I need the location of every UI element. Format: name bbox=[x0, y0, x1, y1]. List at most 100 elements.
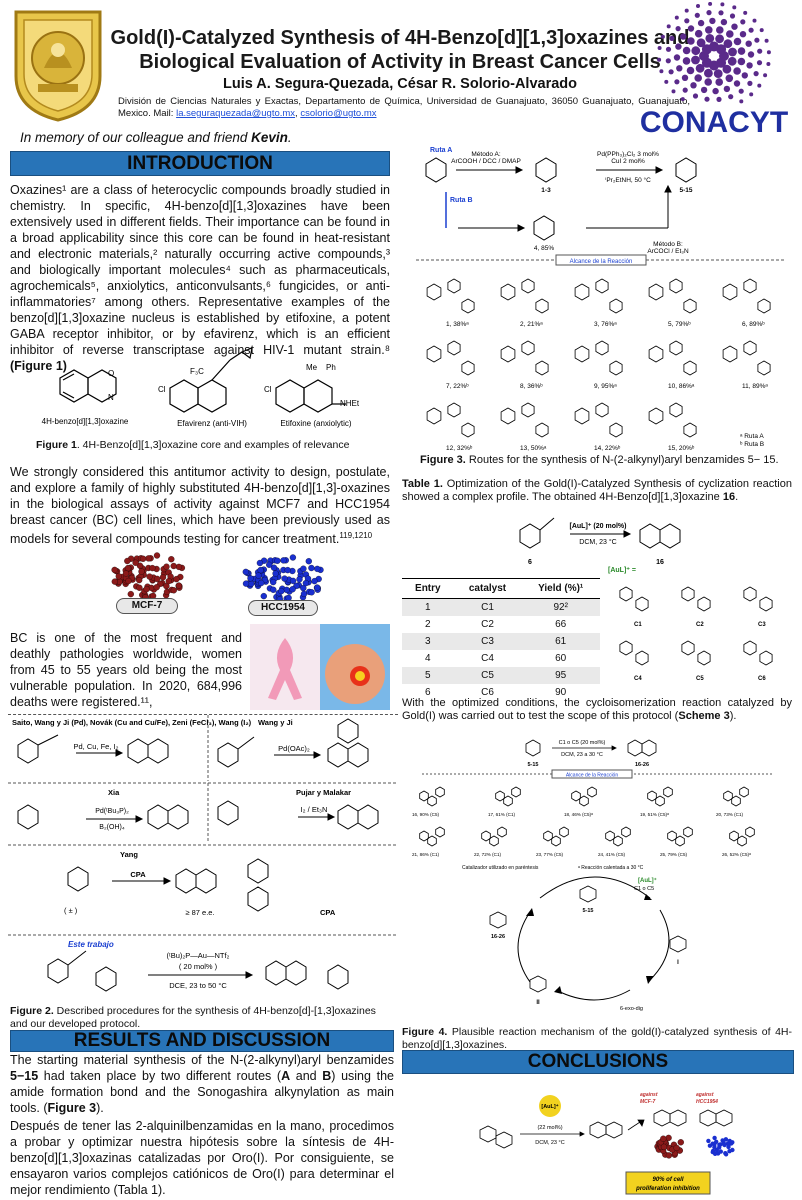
results-p1-g: ) using the amide formation bond and the… bbox=[10, 1069, 394, 1115]
table-cell-yield: 90 bbox=[555, 687, 567, 698]
conacyt-dot bbox=[713, 69, 723, 78]
catalyst-label: C6 bbox=[758, 676, 766, 682]
conacyt-dot bbox=[753, 71, 759, 77]
table-cell-entry: 1 bbox=[402, 598, 454, 616]
conacyt-dot bbox=[706, 10, 712, 16]
conacyt-dot bbox=[664, 79, 669, 84]
scheme-3-intro-c: ). bbox=[729, 710, 737, 722]
cell-dot bbox=[257, 566, 264, 574]
cell-dot bbox=[145, 555, 152, 562]
fig3-compound-label: 10, 86%ᵃ bbox=[668, 383, 695, 390]
cell-dot bbox=[165, 577, 172, 585]
etifoxine-structure bbox=[275, 379, 346, 413]
figure-4: [AuL]⁺ C1 o C5 5-15 16-26 I II 6-exo-dig bbox=[470, 860, 720, 1020]
conclusions-graphic: [AuL]⁺ (22 mol%) DCM, 23 °C against MCF-… bbox=[470, 1080, 790, 1196]
conacyt-dot bbox=[716, 26, 724, 34]
table-cell-catalyst: C6 bbox=[481, 687, 494, 698]
fig3-compound-4: 4, 85% bbox=[534, 245, 554, 252]
conacyt-dot bbox=[694, 29, 703, 38]
conacyt-dot bbox=[657, 57, 662, 62]
conacyt-dot bbox=[675, 43, 682, 50]
conacyt-dot bbox=[720, 18, 728, 26]
cell-dot bbox=[289, 577, 297, 585]
conacyt-dot bbox=[757, 48, 763, 54]
conacyt-dot bbox=[718, 10, 724, 16]
fig2-panel4-authors: Pujar y Malakar bbox=[296, 788, 351, 797]
fig2-this-work-loading: ( 20 mol% ) bbox=[179, 962, 218, 971]
concl-conditions: DCM, 23 °C bbox=[535, 1140, 564, 1146]
results-p1-f: B bbox=[322, 1069, 332, 1083]
conacyt-dot bbox=[720, 2, 725, 7]
cell-dot bbox=[138, 568, 145, 575]
table-cell-catalyst: C1 bbox=[453, 598, 522, 616]
conacyt-dot bbox=[666, 24, 671, 29]
table-1-reaction: [AuL]⁺ (20 mol%) DCM, 23 °C 6 16 bbox=[500, 510, 740, 568]
cell-dot bbox=[170, 587, 177, 594]
cell-dot bbox=[173, 575, 180, 583]
cell-dot bbox=[730, 1140, 735, 1145]
conacyt-dot bbox=[732, 5, 737, 10]
s3-compound-label: 26, 52% (C5)ᵃ bbox=[722, 852, 751, 857]
conacyt-dot bbox=[731, 23, 738, 30]
conacyt-dot bbox=[715, 34, 724, 44]
fig2-this-work-conditions: DCE, 23 to 50 °C bbox=[169, 981, 227, 990]
s3-compound-label: 20, 73% (C1) bbox=[716, 812, 744, 817]
breast-cancer-illustration bbox=[250, 624, 390, 710]
cell-dot bbox=[168, 556, 175, 563]
fig3-compound-label: 15, 20%ᵇ bbox=[668, 445, 695, 452]
fig2-panel2-authors: Wang y Ji bbox=[258, 718, 293, 727]
results-paragraph-1: The starting material synthesis of the N… bbox=[10, 1052, 394, 1116]
fig3-compound-label: 6, 89%ᵇ bbox=[742, 321, 765, 328]
conacyt-dot bbox=[704, 68, 713, 78]
fig3-sono-cu: CuI 2 mol% bbox=[611, 158, 645, 165]
cell-dot bbox=[175, 582, 183, 589]
s3-compound-label: 21, 86% (C1) bbox=[412, 852, 440, 857]
hcc1954-label: HCC1954 bbox=[248, 600, 318, 616]
t1-product-label: 16 bbox=[656, 559, 664, 566]
cell-dot bbox=[283, 586, 290, 594]
conacyt-dot bbox=[763, 73, 768, 78]
fig2-panel5-reagent: CPA bbox=[130, 870, 146, 879]
svg-text:Ph: Ph bbox=[326, 363, 336, 372]
conacyt-dot bbox=[739, 31, 747, 38]
conacyt-dot bbox=[690, 82, 697, 89]
conacyt-dot bbox=[682, 46, 691, 55]
svg-text:NHEt: NHEt bbox=[340, 399, 360, 408]
authors: Luis A. Segura-Quezada, César R. Solorio… bbox=[223, 76, 577, 92]
conacyt-dot bbox=[766, 62, 771, 66]
fig2-panel2-reagent: Pd(OAc)₂ bbox=[278, 744, 310, 753]
concl-cell-1: MCF-7 bbox=[640, 1099, 655, 1105]
s3-compound-label: 18, 46% (C5)ᵃ bbox=[564, 812, 593, 817]
s3-footnote-2: ᵃ Reacción calentada a 30 °C bbox=[578, 865, 644, 871]
cell-dot bbox=[159, 574, 167, 581]
email-link-1[interactable]: la.seguraquezada@ugto.mx bbox=[176, 108, 296, 119]
conacyt-dot bbox=[733, 37, 742, 46]
results-paragraph-2: Después de tener las 2-alquinilbenzamida… bbox=[10, 1119, 394, 1197]
table-header-entry: Entry bbox=[402, 578, 454, 599]
email-link-2[interactable]: csolorio@ugto.mx bbox=[300, 108, 377, 119]
conacyt-dot bbox=[729, 13, 736, 19]
fig3-compound-5-15: 5-15 bbox=[679, 187, 692, 194]
conacyt-dot bbox=[733, 67, 741, 75]
cell-dot bbox=[305, 558, 312, 565]
table-header-row: Entry catalyst Yield (%)¹ bbox=[402, 578, 600, 599]
figure-1-caption: Figure 1. 4H-Benzo[d][1,3]oxazine core a… bbox=[36, 439, 386, 452]
svg-text:F₃C: F₃C bbox=[190, 367, 204, 376]
figure-1: O N 4H-benzo[d][1,3]oxazine Cl F₃C Efavi… bbox=[30, 347, 370, 434]
s3-footnote-1: Catalizador utilizado en paréntesis bbox=[462, 865, 539, 871]
table-cell-entry: 3 bbox=[402, 633, 454, 650]
figure-2-caption-label: Figure 2. bbox=[10, 1005, 54, 1017]
fig2-panel3-reagent: Pd(ᵗBu₃P)₂ bbox=[95, 808, 129, 815]
table-1-caption-end: . bbox=[735, 491, 739, 503]
conacyt-dot bbox=[743, 10, 748, 15]
conacyt-dot bbox=[764, 38, 769, 43]
intro-figure1-ref: (Figure 1) bbox=[10, 359, 67, 373]
conacyt-dot bbox=[687, 25, 695, 32]
table-header-yield: Yield (%)¹ bbox=[521, 578, 600, 599]
